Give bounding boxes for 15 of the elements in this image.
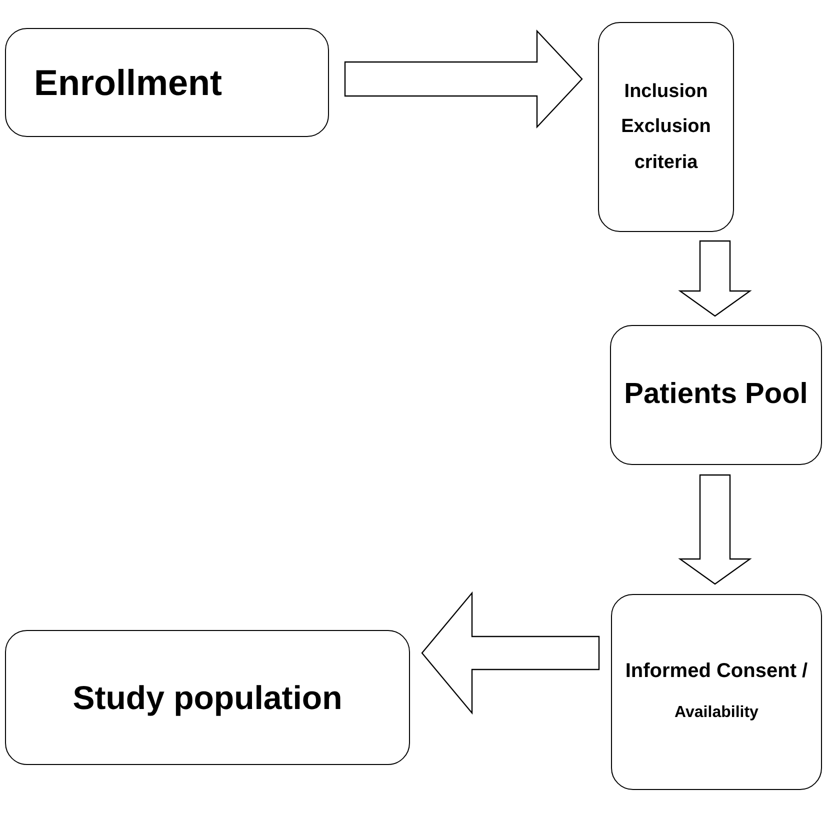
node-text: Patients Pool [624, 377, 808, 412]
rounded-box [611, 594, 822, 790]
node-text: Study population [72, 678, 342, 718]
rounded-box [598, 22, 734, 232]
block-arrow [678, 240, 752, 317]
node-text: Availability [674, 703, 758, 724]
node-text: Informed Consent / [625, 659, 808, 684]
block-arrow [421, 591, 600, 715]
rounded-box [5, 630, 410, 765]
rounded-box [610, 325, 822, 465]
block-arrow [678, 474, 752, 585]
node-text: Inclusion Exclusion criteria [620, 80, 712, 175]
node-text: Enrollment [34, 60, 222, 104]
block-arrow [344, 29, 583, 129]
rounded-box [5, 28, 329, 137]
